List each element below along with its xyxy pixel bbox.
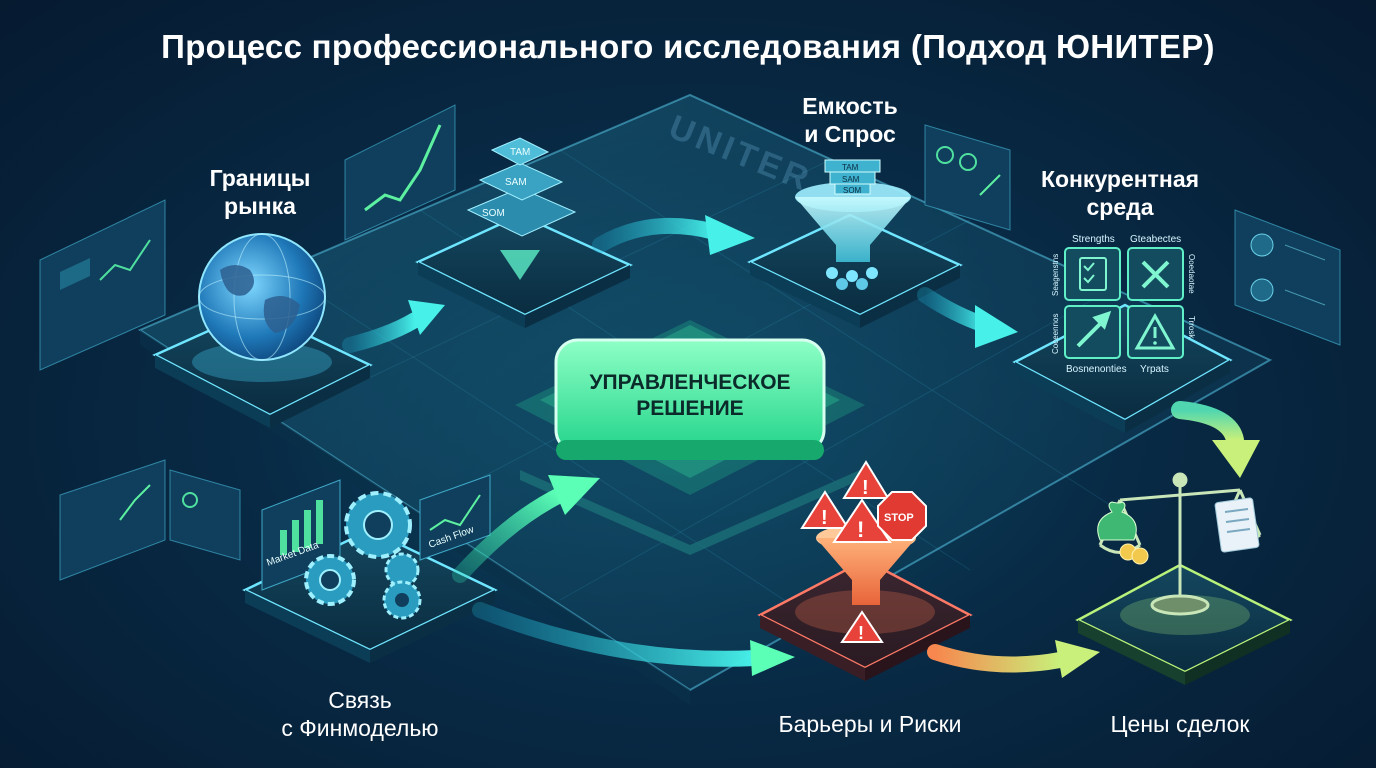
stop-sign-label: STOP [884, 512, 914, 524]
gears-icon [304, 491, 422, 620]
arrow-capacity-to-competition [917, 287, 1018, 348]
arrow-competition-to-prices [1171, 401, 1260, 478]
floating-panel-far-right [1234, 209, 1341, 346]
floating-panel-left [39, 199, 166, 371]
step-market-bounds-line2: рынка [224, 193, 296, 219]
step-fin-model-line2: с Финмоделью [281, 715, 439, 741]
globe-icon [198, 233, 326, 361]
tile-capacity [747, 213, 963, 328]
pyramid-icon: TAM SAM SOM [466, 137, 577, 237]
step-fin-model-label: Связь с Финмоделью [250, 686, 470, 742]
arrow-bounds-to-pyramid [342, 300, 445, 353]
document-icon [1214, 497, 1260, 553]
svg-text:!: ! [858, 623, 864, 643]
step-market-bounds-line1: Границы [209, 165, 311, 191]
floating-panel-chart-top [344, 104, 456, 241]
step-barriers-label: Барьеры и Риски [778, 711, 962, 737]
swot-right-bottom: Trrosk [1187, 316, 1196, 339]
svg-text:!: ! [862, 477, 869, 499]
tile-pyramid [415, 213, 633, 328]
center-decision-tile [515, 320, 865, 555]
floating-panel-bottom-left [59, 459, 241, 581]
warning-red-icon-4: ! [840, 610, 884, 643]
funnel-teal-icon: TAM SAM SOM [795, 159, 911, 290]
swot-top-left: Strengths [1072, 234, 1115, 245]
floating-panel-right-top [924, 124, 1011, 231]
center-decision-line2: РЕШЕНИЕ [636, 397, 744, 420]
step-competition-line2: среда [1086, 194, 1154, 220]
funnel-mid-label: SAM [842, 175, 860, 184]
funnel-bottom-label: SOM [843, 186, 862, 195]
tile-deal-prices [1075, 563, 1293, 685]
step-fin-model-line1: Связь [328, 687, 392, 713]
warning-red-icon-2: ! [800, 490, 850, 529]
warning-icon [1134, 312, 1176, 350]
step-deal-prices-label: Цены сделок [1110, 711, 1250, 737]
center-decision-line1: УПРАВЛЕНЧЕСКОЕ [589, 371, 791, 394]
page-title: Процесс профессионального исследования (… [161, 28, 1215, 65]
warning-red-icon-1: ! [842, 460, 890, 499]
pyramid-bottom-label: SOM [482, 208, 505, 219]
step-capacity-line1: Емкость [802, 93, 898, 119]
checklist-icon [1079, 257, 1107, 291]
step-capacity-line2: и Спрос [804, 121, 896, 147]
arrow-up-right-icon [1076, 310, 1112, 348]
swot-bottom-right: Yrpats [1140, 364, 1169, 375]
arrow-pyramid-to-capacity [592, 215, 755, 255]
swot-bottom-left: Bosnenonties [1066, 364, 1127, 375]
step-competition-label: Конкурентная среда [1010, 165, 1230, 221]
panel-cash-flow [419, 474, 491, 561]
tile-barriers [757, 558, 973, 681]
pyramid-top-label: TAM [510, 147, 530, 158]
svg-text:!: ! [857, 517, 864, 542]
swot-left-bottom: Coceennos [1051, 314, 1060, 354]
warning-red-icon-3: ! [832, 498, 892, 543]
arrow-barriers-to-prices [927, 640, 1100, 678]
stop-sign-icon: STOP [877, 491, 927, 541]
svg-text:!: ! [821, 507, 828, 529]
center-decision-label: УПРАВЛЕНЧЕСКОЕ РЕШЕНИЕ [550, 370, 830, 422]
step-capacity-label: Емкость и Спрос [760, 92, 940, 148]
tile-market-bounds [152, 308, 373, 428]
cross-icon [1141, 260, 1170, 289]
money-bag-icon [1097, 501, 1149, 565]
swot-top-right: Gteabectes [1130, 234, 1181, 245]
arrow-finmodel-to-barriers [472, 602, 795, 676]
arrow-finmodel-to-center [452, 475, 600, 583]
step-market-bounds-label: Границы рынка [170, 164, 350, 220]
swot-left-top: Seagenstns [1051, 254, 1060, 296]
step-competition-line1: Конкурентная [1040, 166, 1200, 192]
swot-right-top: Ooedaotae [1187, 254, 1196, 294]
funnel-top-label: TAM [842, 163, 859, 172]
pyramid-mid-label: SAM [505, 177, 527, 188]
